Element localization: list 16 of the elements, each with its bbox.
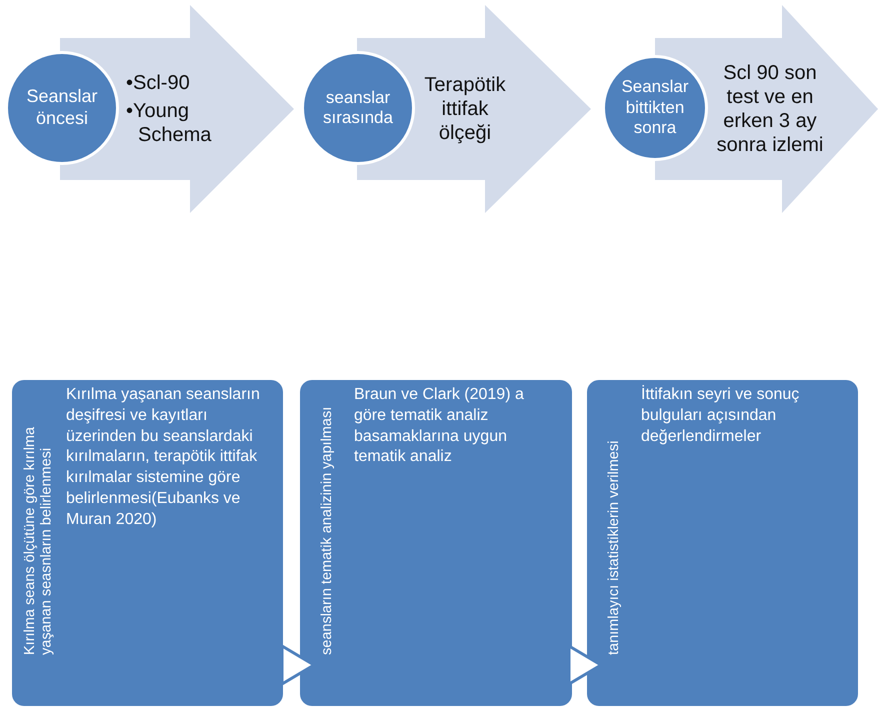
vertical-heading: Kırılma seans ölçütüne göre kırılma yaşanan seasnların belirlenmesi [22, 426, 56, 655]
step-text: Braun ve Clark (2019) a göre tematik analiz basamaklarına uygun tematik analiz [354, 385, 525, 468]
bullet-item: •Young Schema [126, 99, 212, 147]
step-card [300, 380, 572, 706]
vertical-heading: seansların tematik analizinin yapılması [318, 406, 336, 655]
stage-label: seanslar sırasında [322, 88, 394, 128]
arrow-text: Scl 90 son test ve en erken 3 ay sonra izlemi [716, 61, 824, 157]
step-card [587, 380, 858, 706]
step-text: Kırılma yaşanan seansların deşifresi ve kayıtları üzerinden bu seanslardaki kırılmaların, terapötik ittifak kırılmalar sistemine göre belirlenmesi(Eubanks ve Muran 2020) [66, 385, 261, 530]
stage-label: Seanslar öncesi [25, 86, 99, 130]
arrow-text: Terapötik ittifak ölçeği [423, 73, 507, 145]
bullet-item: •Scl-90 [126, 71, 191, 95]
step-text: İttifakın seyri ve sonuç bulguları açısından değerlendirmeler [641, 385, 800, 447]
step-card [12, 380, 283, 706]
stage-label: Seanslar bittikten sonra [620, 77, 690, 139]
vertical-heading: tanımlayıcı istatistiklerin verilmesi [606, 440, 622, 655]
